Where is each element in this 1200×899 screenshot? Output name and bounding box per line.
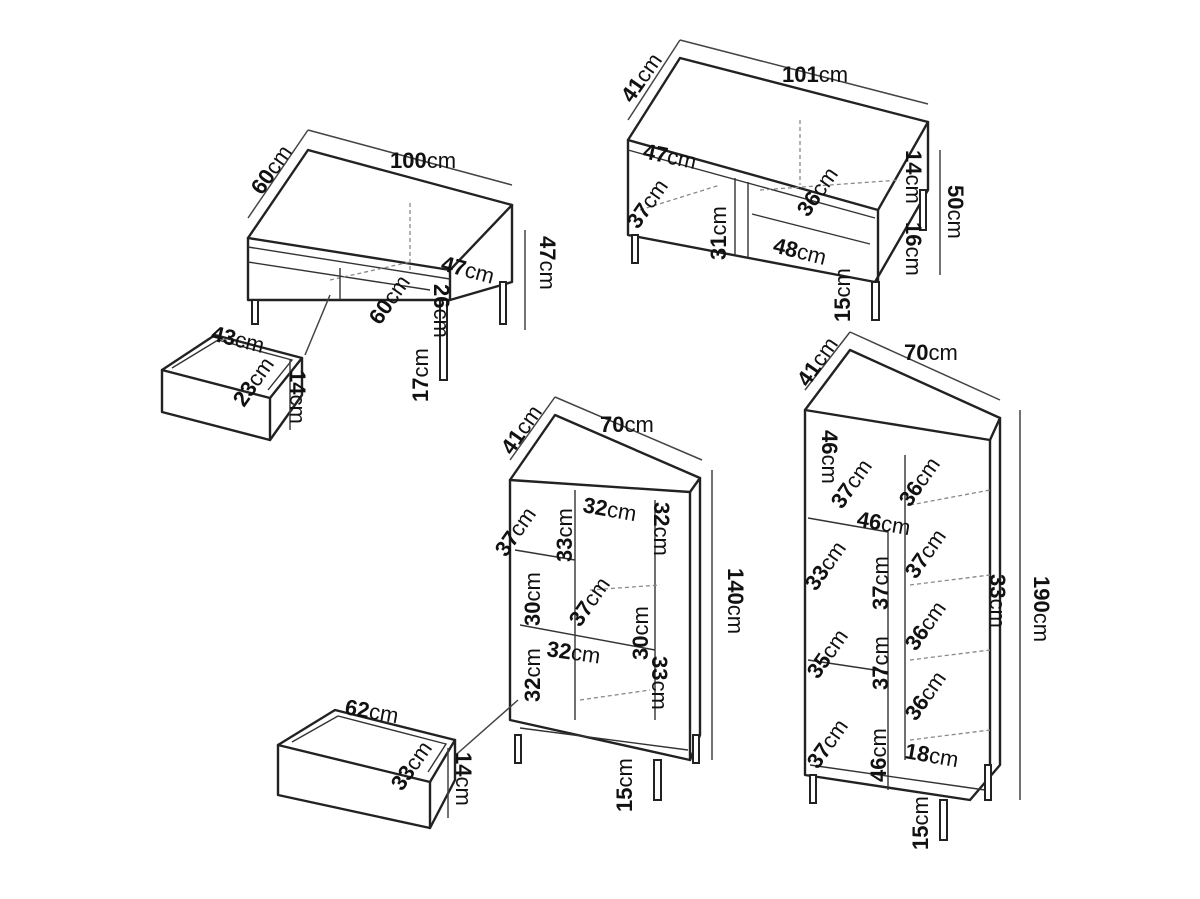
drawer-inner: [171, 339, 294, 391]
drawer-body: [276, 708, 457, 830]
dimension-label: 31cm: [706, 206, 731, 260]
dimension-label: 47cm: [535, 236, 560, 290]
mid-cabinet-hidden-shelf: [579, 689, 651, 701]
tall-cabinet-base: [809, 764, 986, 791]
dimension-label: 100cm: [390, 148, 456, 173]
mid-cabinet-drawer: [276, 708, 457, 830]
mid-cabinet: [449, 396, 713, 801]
dim-line: [509, 396, 556, 461]
tv-stand-hidden-line: [759, 179, 901, 191]
tv-stand-top-thickness: [627, 149, 876, 219]
dimension-label: 17cm: [408, 348, 433, 402]
tall-cabinet-shelf: [807, 659, 889, 673]
tall-cabinet-body: [803, 348, 1002, 802]
mid-leg: [653, 759, 662, 801]
dimension-label: 32cm: [649, 502, 674, 556]
dimension-label: 46cm: [866, 728, 891, 782]
dim-line: [849, 331, 1001, 401]
mid-cabinet-hidden-shelf: [589, 584, 661, 591]
dimension-label: 46cm: [817, 430, 842, 484]
dimension-label: 33cm: [985, 574, 1010, 628]
dimension-label: 70cm: [904, 340, 958, 365]
dimension-label: 16cm: [901, 222, 926, 276]
dimension-label: 15cm: [612, 758, 637, 812]
dimension-label: 18cm: [903, 738, 960, 772]
mid-cabinet-shelf: [519, 624, 656, 651]
drawer-pointer-line: [304, 294, 331, 356]
coffee-table: [246, 129, 526, 381]
dim-line: [804, 331, 851, 391]
dim-line: [679, 39, 929, 105]
dimension-label: 32cm: [520, 648, 545, 702]
coffee-leg: [251, 299, 259, 325]
coffee-table-body: [246, 148, 514, 302]
coffee-table-top-thickness: [247, 246, 451, 280]
coffee-leg: [439, 299, 448, 381]
mid-leg: [692, 734, 700, 764]
tall-cabinet: [803, 331, 1021, 841]
dimension-label: 37cm: [868, 636, 893, 690]
dimension-label: 15cm: [830, 268, 855, 322]
dimension-label: 62cm: [343, 694, 400, 728]
coffee-leg: [499, 281, 507, 325]
dimension-label: 37cm: [868, 556, 893, 610]
dimension-label: 140cm: [723, 568, 748, 634]
dimension-label: 101cm: [782, 62, 848, 87]
dimension-label: 14cm: [901, 150, 926, 204]
mid-cabinet-shelf: [514, 549, 576, 561]
tv-leg: [919, 189, 927, 231]
tv-leg: [871, 281, 880, 321]
tv-stand-body: [626, 56, 930, 284]
mid-cabinet-base: [519, 727, 689, 751]
coffee-table-shelf-line: [247, 261, 431, 291]
dim-line: [307, 129, 513, 186]
mid-leg: [514, 734, 522, 764]
dimension-label: 46cm: [855, 506, 912, 540]
dimension-label: 33cm: [552, 508, 577, 562]
drawer-pointer-line: [449, 699, 519, 761]
drawer-inner: [291, 715, 448, 773]
tv-stand: [626, 39, 941, 321]
dimension-label: 47cm: [641, 138, 699, 174]
dimension-label: 15cm: [908, 796, 933, 850]
tv-stand-drawer-line: [751, 213, 871, 245]
tall-cabinet-shelf: [807, 517, 889, 533]
dimension-label: 14cm: [285, 370, 310, 424]
dimension-label: 30cm: [520, 572, 545, 626]
dim-line: [247, 129, 309, 219]
dimension-label: 32cm: [545, 636, 602, 668]
dimension-label: 26cm: [429, 284, 454, 338]
dimension-label: 14cm: [451, 752, 476, 806]
dim-line: [554, 396, 703, 461]
dimension-label: 50cm: [943, 185, 968, 239]
dimension-label: 190cm: [1029, 576, 1054, 642]
dimension-label: 32cm: [581, 492, 638, 526]
tall-leg: [939, 799, 948, 841]
tv-leg: [631, 234, 639, 264]
dimension-label: 30cm: [628, 606, 653, 660]
dimension-label: 33cm: [647, 656, 672, 710]
dim-line: [627, 39, 681, 121]
tall-leg: [809, 774, 817, 804]
tall-leg: [984, 764, 992, 801]
dimension-label: 70cm: [600, 412, 654, 437]
coffee-table-drawer: [160, 333, 304, 442]
